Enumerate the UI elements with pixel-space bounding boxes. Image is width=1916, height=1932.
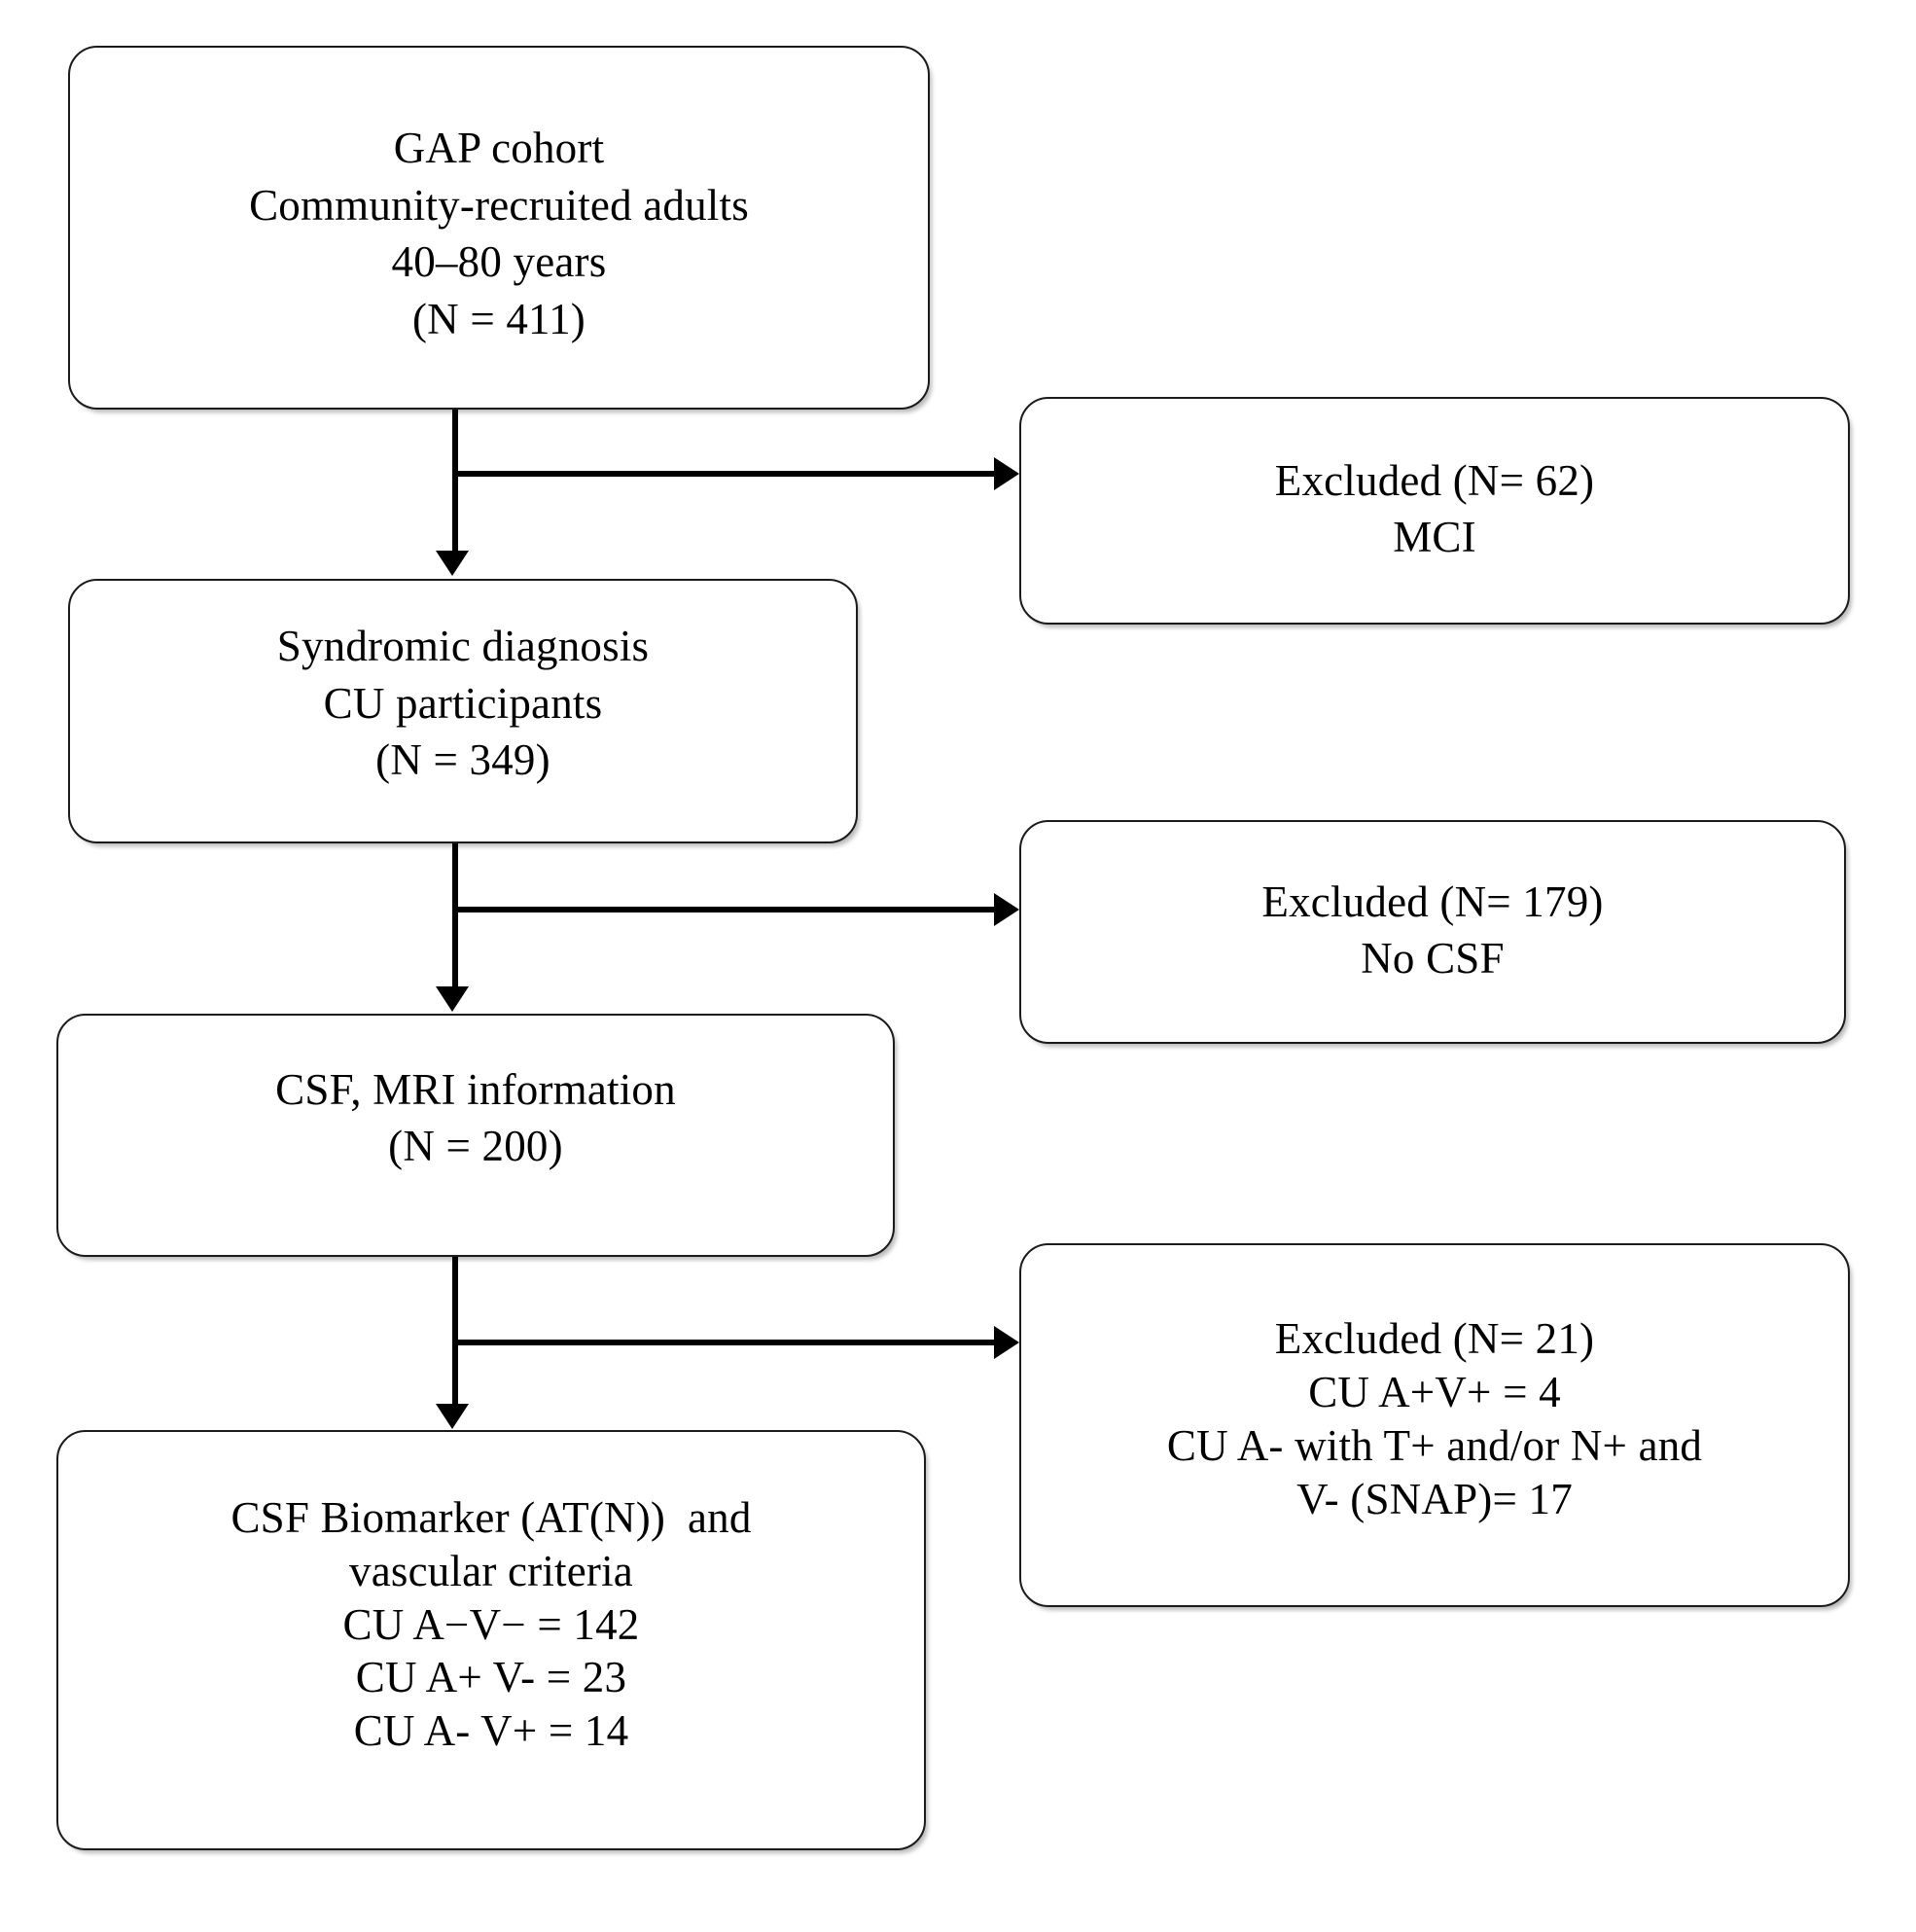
node-excluded-mci-line-2: MCI	[1393, 513, 1476, 561]
node-excluded-snap-line-1: Excluded (N= 21)	[1274, 1314, 1595, 1364]
node-csf-biomarker-criteria-body: CSF Biomarker (AT(N)) and vascular crite…	[58, 1491, 924, 1758]
node-excluded-mci-line-1: Excluded (N= 62)	[1274, 455, 1595, 505]
node-gap-cohort-body: GAP cohort Community-recruited adults 40…	[70, 120, 928, 347]
arrowhead-down-to-csf-mri	[436, 986, 469, 1012]
node-excluded-no-csf-body: Excluded (N= 179) No CSF	[1021, 874, 1844, 987]
node-excluded-no-csf-line-2: No CSF	[1361, 934, 1505, 983]
node-csf-biomarker-criteria-line-1: CSF Biomarker (AT(N)) and	[231, 1492, 752, 1542]
arrowhead-right-to-excluded-snap	[994, 1326, 1019, 1359]
node-csf-biomarker-criteria-line-4: CU A+ V- = 23	[355, 1653, 627, 1702]
node-csf-biomarker-criteria-line-2: vascular criteria	[349, 1546, 633, 1595]
node-csf-mri-information-line-1: CSF, MRI information	[275, 1064, 676, 1114]
node-syndromic-diagnosis-line-2: CU participants	[323, 678, 603, 728]
node-csf-biomarker-criteria-line-3: CU A−V− = 142	[342, 1599, 640, 1649]
node-excluded-mci: Excluded (N= 62) MCI	[1019, 397, 1850, 625]
node-excluded-mci-body: Excluded (N= 62) MCI	[1021, 452, 1848, 566]
arrowhead-down-to-biomarker	[436, 1404, 469, 1429]
arrowhead-right-to-excluded-no-csf	[994, 893, 1019, 926]
arrowhead-down-to-syndromic	[436, 551, 469, 576]
connector-csf-mri-to-excluded-snap	[452, 1340, 997, 1345]
node-excluded-snap-line-4: V- (SNAP)= 17	[1296, 1474, 1573, 1523]
node-gap-cohort-line-4: (N = 411)	[412, 294, 585, 343]
node-csf-biomarker-criteria: CSF Biomarker (AT(N)) and vascular crite…	[56, 1430, 926, 1850]
arrowhead-right-to-excluded-mci	[994, 457, 1019, 490]
node-csf-biomarker-criteria-line-5: CU A- V+ = 14	[353, 1706, 629, 1756]
node-gap-cohort-line-3: 40–80 years	[391, 237, 607, 286]
connector-gap-to-excluded-mci	[452, 471, 997, 477]
connector-syndromic-to-excluded-no-csf	[452, 907, 997, 912]
connector-gap-to-syndromic	[452, 410, 458, 555]
node-gap-cohort-line-2: Community-recruited adults	[249, 180, 749, 230]
node-csf-mri-information: CSF, MRI information (N = 200)	[56, 1014, 895, 1257]
node-syndromic-diagnosis-body: Syndromic diagnosis CU participants (N =…	[70, 618, 856, 789]
node-excluded-snap-line-2: CU A+V+ = 4	[1308, 1368, 1561, 1417]
node-syndromic-diagnosis-line-3: (N = 349)	[375, 735, 550, 785]
node-csf-mri-information-line-2: (N = 200)	[388, 1122, 563, 1170]
node-excluded-no-csf: Excluded (N= 179) No CSF	[1019, 820, 1846, 1044]
connector-csf-mri-to-biomarker	[452, 1257, 458, 1409]
node-excluded-snap-line-3: CU A- with T+ and/or N+ and	[1166, 1421, 1703, 1470]
node-syndromic-diagnosis: Syndromic diagnosis CU participants (N =…	[68, 579, 858, 843]
node-excluded-snap: Excluded (N= 21) CU A+V+ = 4 CU A- with …	[1019, 1243, 1850, 1607]
node-csf-mri-information-body: CSF, MRI information (N = 200)	[58, 1061, 893, 1175]
node-gap-cohort-line-1: GAP cohort	[393, 124, 605, 172]
connector-syndromic-to-csf-mri	[452, 843, 458, 991]
node-excluded-snap-body: Excluded (N= 21) CU A+V+ = 4 CU A- with …	[1021, 1312, 1848, 1526]
node-syndromic-diagnosis-line-1: Syndromic diagnosis	[276, 622, 650, 671]
node-gap-cohort: GAP cohort Community-recruited adults 40…	[68, 46, 930, 410]
node-excluded-no-csf-line-1: Excluded (N= 179)	[1261, 877, 1604, 926]
